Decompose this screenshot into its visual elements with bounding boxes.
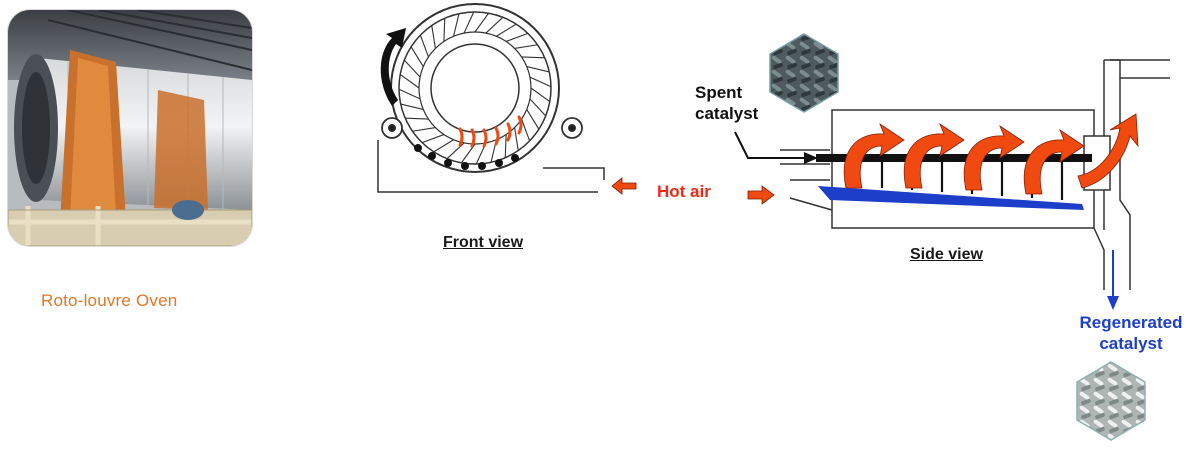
louvre-blade — [421, 134, 445, 144]
front-view-drawing — [377, 3, 605, 193]
louvre-blade — [530, 87, 551, 103]
louvre-blade — [419, 34, 429, 58]
louvre-blade — [443, 18, 446, 42]
louvre-blade — [463, 11, 475, 34]
louvre-blade — [529, 98, 547, 117]
regenerated-catalyst-pellets-icon — [1076, 361, 1146, 441]
front-hot-air-arrow — [611, 177, 637, 195]
louvre-blade — [521, 56, 545, 59]
front-hot-air-swirls — [458, 115, 523, 148]
louvre-blade — [526, 66, 550, 73]
side-hot-air-arrow — [747, 185, 775, 205]
louvre-blade — [514, 127, 519, 151]
regenerated-catalyst-arrow — [1107, 250, 1119, 310]
side-hot-air-flames — [843, 113, 1139, 195]
drum-shaft — [816, 154, 1092, 162]
louvre-blade — [504, 134, 507, 158]
spent-catalyst-label-line1: Spent — [695, 83, 743, 102]
regenerated-catalyst-label-line1: Regenerated — [1079, 313, 1183, 332]
regenerated-catalyst-label-line2: catalyst — [1099, 334, 1163, 353]
louvre-blade — [453, 13, 460, 37]
louvre-blade — [474, 12, 490, 33]
louvre-blade — [529, 76, 552, 88]
louvre-blade — [405, 117, 429, 120]
louvre-blade — [505, 32, 529, 42]
louvre-blade — [433, 139, 454, 153]
rotation-arrow — [380, 28, 406, 106]
louvre-blade — [399, 73, 420, 89]
oven-caption: Roto-louvre Oven — [41, 291, 178, 310]
louvre-blade — [410, 46, 424, 67]
front-view-label: Front view — [443, 234, 524, 251]
louvre-blade — [412, 127, 436, 132]
louvre-blade — [403, 59, 421, 78]
louvre-blade — [521, 118, 531, 142]
front-air-holes — [414, 144, 519, 170]
louvre-blade — [398, 88, 421, 100]
hot-air-label: Hot air — [657, 182, 711, 201]
louvre-blade — [431, 25, 436, 49]
louvre-blade — [400, 103, 424, 110]
regenerated-catalyst-label: Regenerated catalyst — [1062, 312, 1200, 354]
spent-catalyst-label-line2: catalyst — [695, 104, 759, 123]
spent-catalyst-pellets-icon — [769, 33, 839, 113]
louvre-blade — [496, 23, 517, 37]
louvre-blade — [514, 44, 538, 49]
oven-photo — [8, 10, 252, 246]
side-view-label: Side view — [910, 246, 983, 263]
louvre-blade — [485, 16, 504, 34]
spent-catalyst-label: Spent catalyst — [695, 82, 758, 124]
spent-catalyst-arrow — [734, 131, 808, 159]
catalyst-bed — [818, 186, 1084, 210]
louvre-blade — [526, 109, 540, 130]
